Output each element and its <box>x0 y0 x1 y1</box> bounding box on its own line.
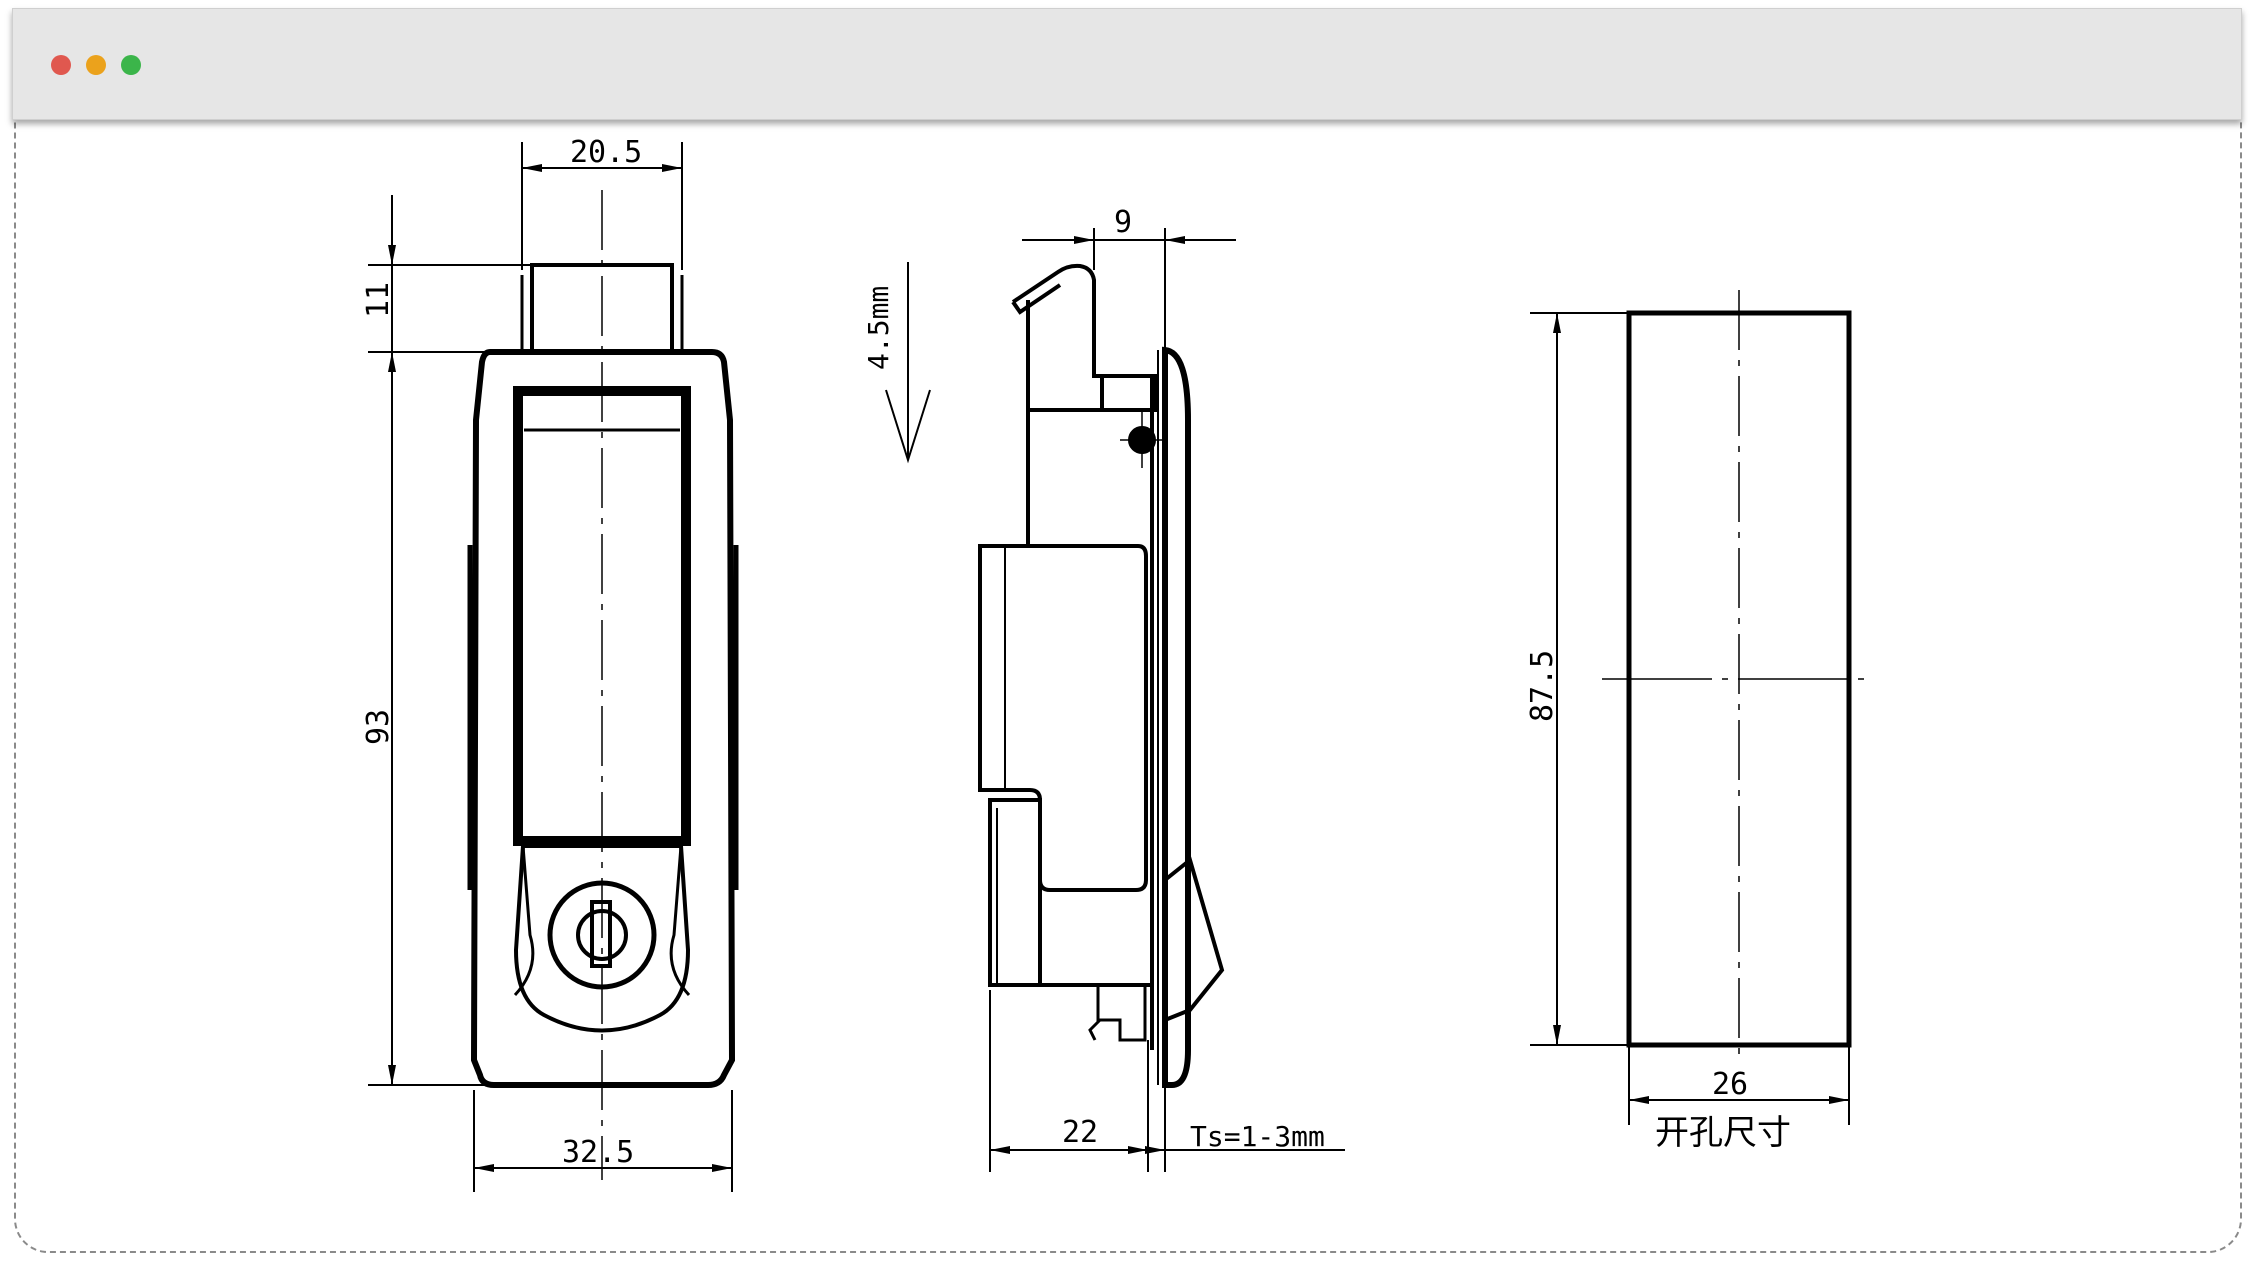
close-window-button[interactable] <box>51 55 71 75</box>
side-view <box>885 262 1225 1088</box>
dim-panel-thickness: Ts=1-3mm <box>1190 1120 1325 1153</box>
dim-travel: 4.5mm <box>862 286 895 370</box>
dim-body-height: 93 <box>361 709 396 745</box>
browser-window-frame <box>14 8 2242 1253</box>
dim-cutout-height: 87.5 <box>1525 650 1560 722</box>
cutout-view <box>1602 290 1872 1060</box>
dim-cutout-width: 26 <box>1712 1067 1748 1102</box>
front-view-dimensions <box>368 142 733 1192</box>
dim-top-width: 20.5 <box>570 135 642 170</box>
minimize-window-button[interactable] <box>86 55 106 75</box>
dim-top-height: 11 <box>361 282 396 318</box>
window-titlebar <box>12 8 2242 120</box>
maximize-window-button[interactable] <box>121 55 141 75</box>
side-view-dimensions <box>989 228 1345 1172</box>
cutout-dimensions <box>1530 312 1850 1125</box>
dim-handle-offset: 9 <box>1114 205 1132 240</box>
front-view <box>467 190 739 1180</box>
dim-body-width: 32.5 <box>562 1135 634 1170</box>
dim-depth: 22 <box>1062 1115 1098 1150</box>
cutout-caption: 开孔尺寸 <box>1655 1113 1791 1153</box>
